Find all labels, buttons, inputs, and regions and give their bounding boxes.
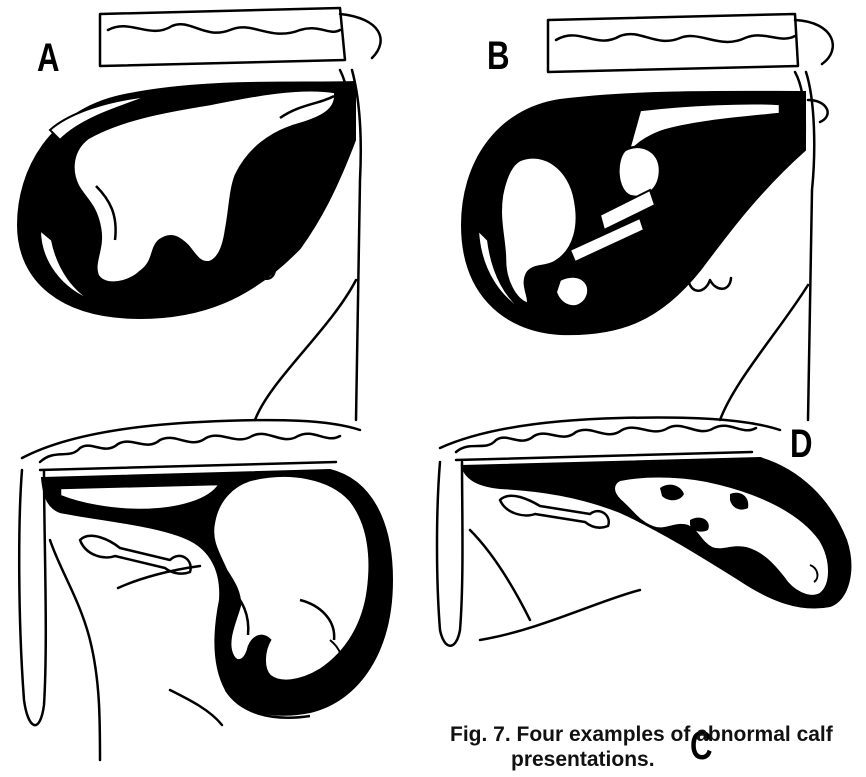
- panel-d-label: D: [790, 424, 813, 464]
- figure-caption: Fig. 7. Four examples of abnormal calf p…: [450, 722, 866, 772]
- panel-a-label: A: [37, 38, 60, 78]
- panel-b-label: B: [487, 36, 510, 76]
- caption-line-2: presentations.: [450, 747, 866, 772]
- caption-line-1: Fig. 7. Four examples of abnormal calf: [450, 723, 833, 746]
- panel-b-tail: [806, 72, 814, 420]
- panel-c-tail: [19, 470, 46, 725]
- panel-b-spine: [548, 14, 798, 72]
- panel-c-vertebrae: [40, 434, 340, 462]
- panel-d-tail: [437, 462, 463, 646]
- panel-a-spine: [100, 8, 345, 66]
- panel-c-bone: [80, 536, 191, 574]
